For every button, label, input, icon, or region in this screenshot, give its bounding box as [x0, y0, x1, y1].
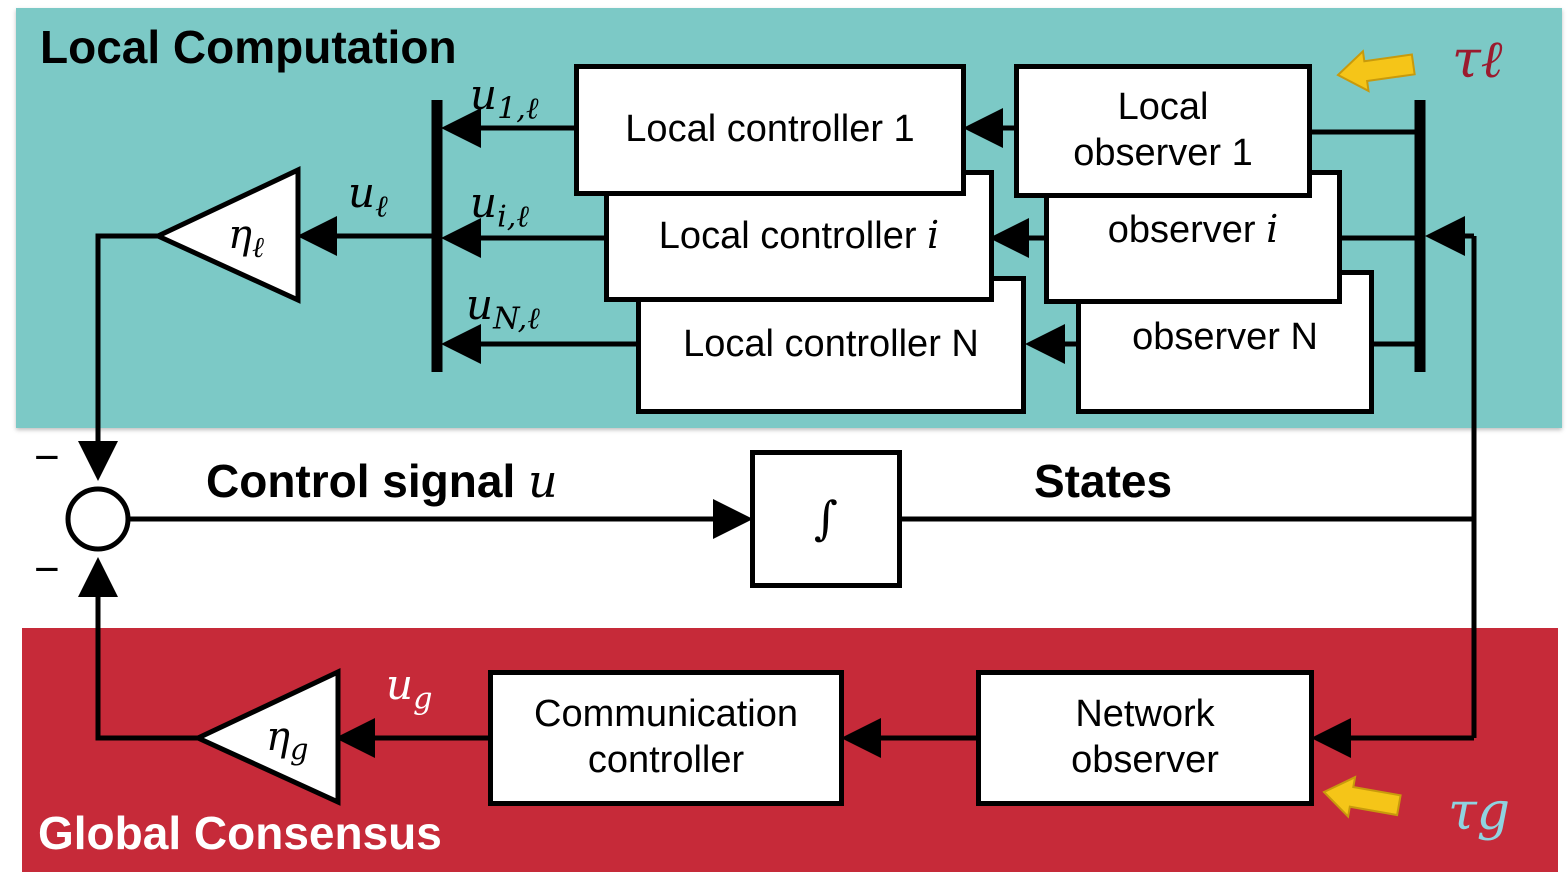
gain-eta-global [192, 668, 341, 806]
local-computation-title: Local Computation [40, 21, 457, 73]
signal-u-1-label: u1,ℓ [470, 70, 539, 127]
summing-junction [65, 486, 131, 552]
gain-eta-local [152, 166, 301, 304]
local-observer-1: Local observer 1 [1014, 64, 1312, 198]
minus-sign-bottom: − [34, 545, 60, 594]
signal-u-global-label: ug [386, 660, 433, 717]
signal-u-i-label: ui,ℓ [470, 178, 529, 235]
gain-eta-local-label: ηℓ [228, 212, 264, 264]
states-label: States [1034, 455, 1173, 507]
local-delay-arrow [1336, 49, 1416, 93]
global-consensus-title: Global Consensus [38, 807, 442, 859]
network-observer: Network observer [976, 670, 1314, 806]
minus-sign-top: − [34, 433, 60, 482]
gain-eta-global-label: ηg [266, 714, 309, 766]
local-controller-1: Local controller 1 [574, 64, 966, 196]
global-delay-tau: τg [1448, 782, 1511, 842]
global-delay-arrow [1322, 775, 1402, 819]
signal-u-local-label: uℓ [348, 168, 388, 225]
control-signal-label: Control signal u [206, 454, 558, 508]
local-delay-tau: τℓ [1452, 30, 1503, 90]
communication-controller: Communication controller [488, 670, 844, 806]
signal-u-n-label: uN,ℓ [466, 280, 540, 337]
integrator-block: ∫ [750, 450, 902, 588]
